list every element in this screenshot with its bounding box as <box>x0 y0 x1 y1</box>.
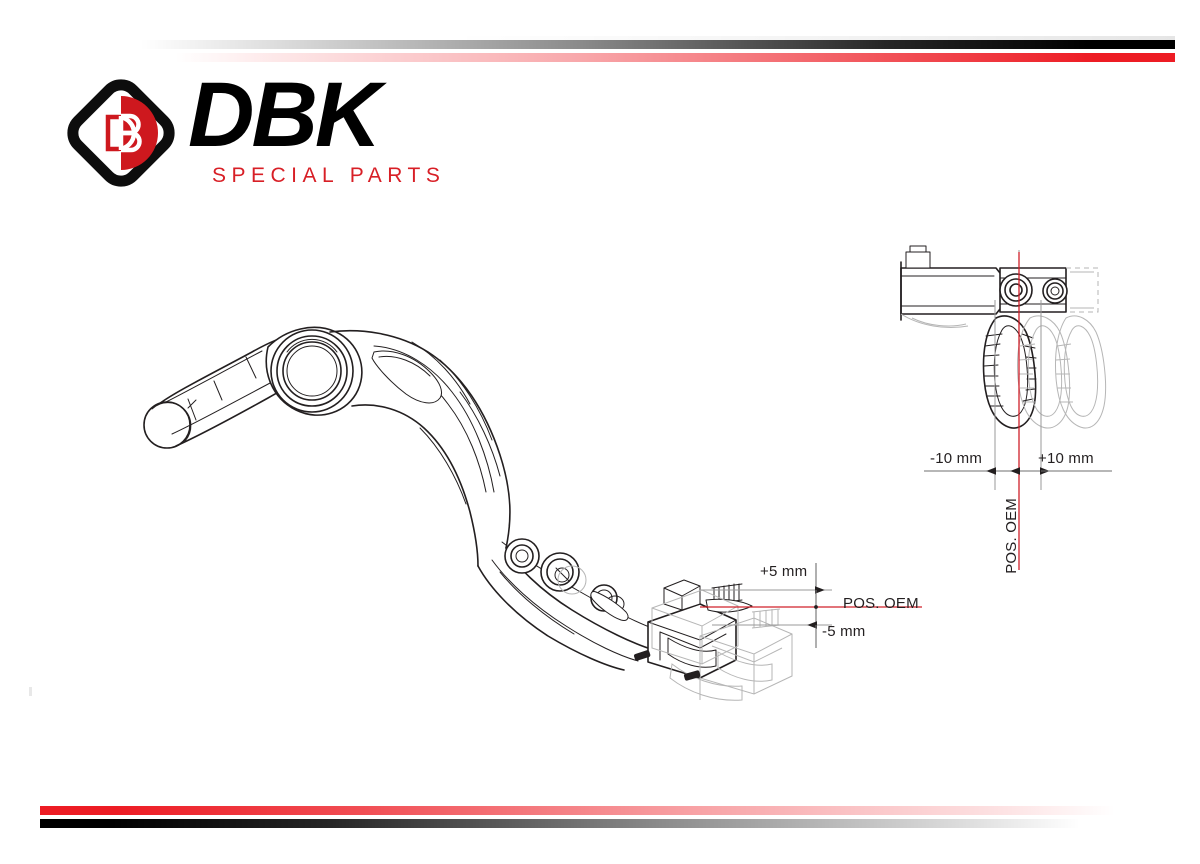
footpeg-dimensions <box>924 250 1112 570</box>
top-red-stripe <box>175 53 1175 62</box>
footpeg-view <box>900 245 1107 429</box>
footpeg-ghost-forward <box>1017 315 1071 429</box>
dbk-wordmark: DBK <box>188 68 391 166</box>
dimension-label-plus-10mm: +10 mm <box>1038 450 1094 467</box>
pos-oem-label-footpeg-wrap: POS. OEM <box>1003 498 1021 574</box>
footpeg-bracket-ghost <box>1066 267 1099 313</box>
lever-dimensions <box>700 563 922 648</box>
svg-text:DBK: DBK <box>188 68 388 166</box>
svg-text:SPECIAL PARTS: SPECIAL PARTS <box>212 164 445 187</box>
page-artifact-mark <box>29 687 32 696</box>
brake-lever-view <box>143 326 793 701</box>
bottom-black-stripe <box>40 819 1080 828</box>
top-black-stripe <box>140 36 1175 49</box>
footpeg-bracket <box>900 245 1005 328</box>
dimension-label-plus-5mm: +5 mm <box>760 563 808 580</box>
footpeg-pivot-block <box>999 267 1068 313</box>
toe-piece-ghost-down <box>699 608 793 695</box>
pos-oem-label-lever: POS. OEM <box>843 595 919 612</box>
footpeg-oem <box>982 315 1037 429</box>
pos-oem-label-footpeg: POS. OEM <box>1003 498 1020 574</box>
bottom-red-stripe <box>40 806 1115 815</box>
dbk-tagline: SPECIAL PARTS <box>212 164 445 187</box>
dbk-logo: DBK SPECIAL PARTS <box>60 68 440 197</box>
dimension-label-minus-5mm: -5 mm <box>822 623 866 640</box>
lever-pivot-bearing <box>265 326 363 416</box>
dimension-label-minus-10mm: -10 mm <box>930 450 983 467</box>
dbk-emblem-icon <box>67 79 175 187</box>
lever-top-pocket <box>371 350 443 404</box>
footpeg-ghost-back <box>1055 315 1107 429</box>
